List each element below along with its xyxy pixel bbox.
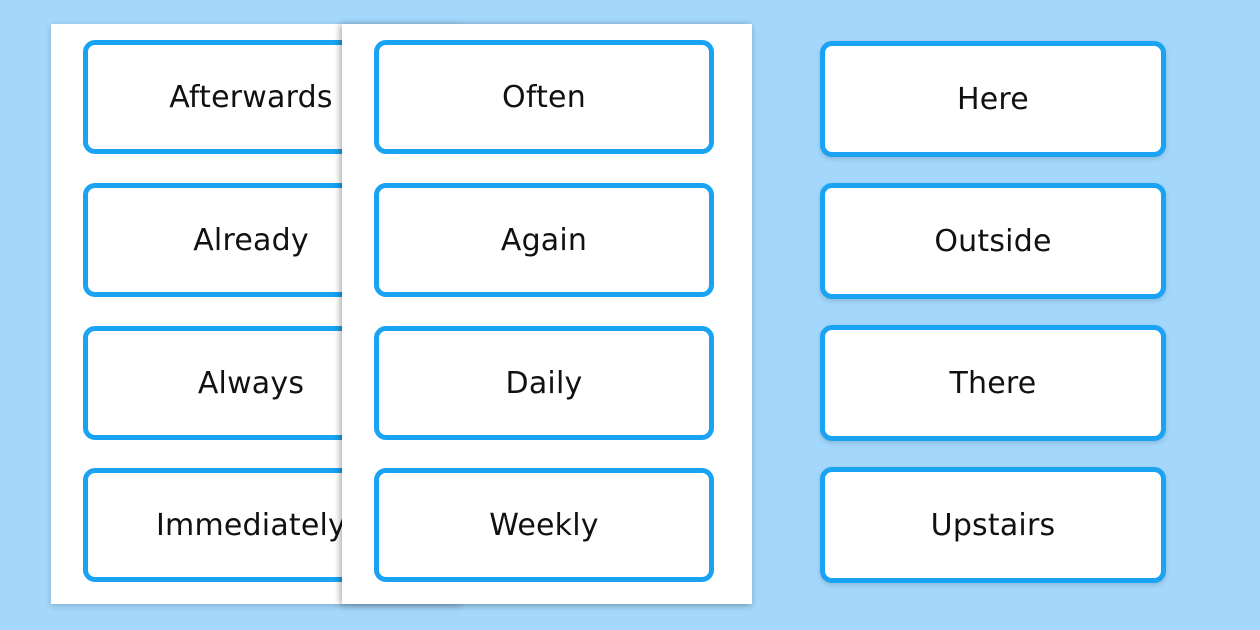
loose-word-card: There bbox=[820, 325, 1166, 441]
word-card-label: Already bbox=[193, 222, 309, 258]
word-card-label: Immediately bbox=[155, 507, 347, 543]
loose-word-card: Upstairs bbox=[820, 467, 1166, 583]
word-card-label: Always bbox=[197, 365, 305, 401]
word-card-label: Here bbox=[957, 81, 1029, 117]
word-card-label: Afterwards bbox=[169, 79, 333, 115]
front-sheet: Often Again Daily Weekly bbox=[342, 24, 752, 604]
word-card: Again bbox=[374, 183, 714, 297]
word-card-label: Outside bbox=[934, 223, 1052, 259]
word-card-label: Often bbox=[502, 79, 586, 115]
word-card: Often bbox=[374, 40, 714, 154]
word-card-label: Daily bbox=[505, 365, 583, 401]
word-card-label: Again bbox=[500, 222, 588, 258]
word-card: Daily bbox=[374, 326, 714, 440]
word-card-label: There bbox=[949, 365, 1037, 401]
word-card-label: Upstairs bbox=[930, 507, 1056, 543]
word-card: Weekly bbox=[374, 468, 714, 582]
loose-word-card: Outside bbox=[820, 183, 1166, 299]
word-card-label: Weekly bbox=[489, 507, 599, 543]
loose-word-card: Here bbox=[820, 41, 1166, 157]
